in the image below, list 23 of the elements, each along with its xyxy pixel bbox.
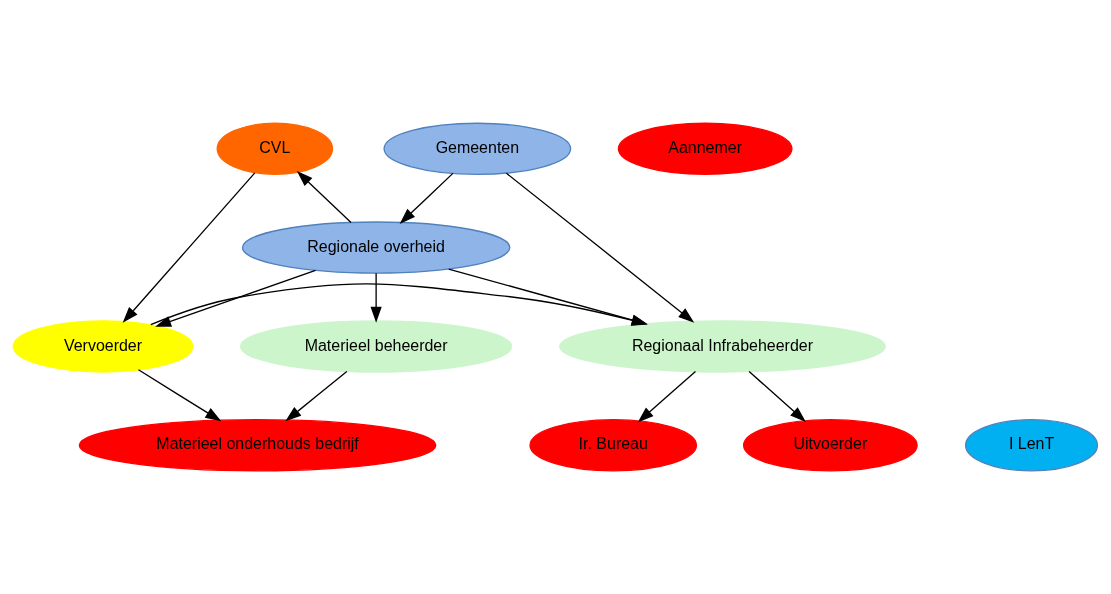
node-ellipse: Vervoerder [12, 320, 194, 373]
node-ellipse: Materieel onderhouds bedrijf [78, 419, 437, 472]
arrow [399, 172, 454, 224]
arrow [637, 370, 697, 423]
arrow [448, 268, 648, 326]
node-ellipse: Materieel beheerder [240, 320, 513, 373]
node-ellipse: I LenT [964, 419, 1099, 472]
node-ellipse: Uitvoerder [743, 419, 918, 472]
arrow [155, 269, 317, 327]
arrow [505, 172, 695, 323]
node-ellipse: Gemeenten [383, 122, 572, 175]
arrow [748, 370, 806, 423]
arrow [296, 171, 352, 224]
node-ellipse: Regionaal Infrabeheerder [559, 320, 886, 373]
arrow [150, 283, 648, 326]
node-ellipse: Regionale overheid [241, 221, 511, 274]
arrow [137, 369, 222, 422]
arrow [122, 172, 256, 323]
node-ellipse: Aannemer [617, 122, 793, 175]
arrow [370, 272, 382, 323]
node-ellipse: CVL [216, 122, 334, 175]
arrow [285, 370, 348, 422]
node-ellipse: Ir. Bureau [529, 419, 698, 472]
